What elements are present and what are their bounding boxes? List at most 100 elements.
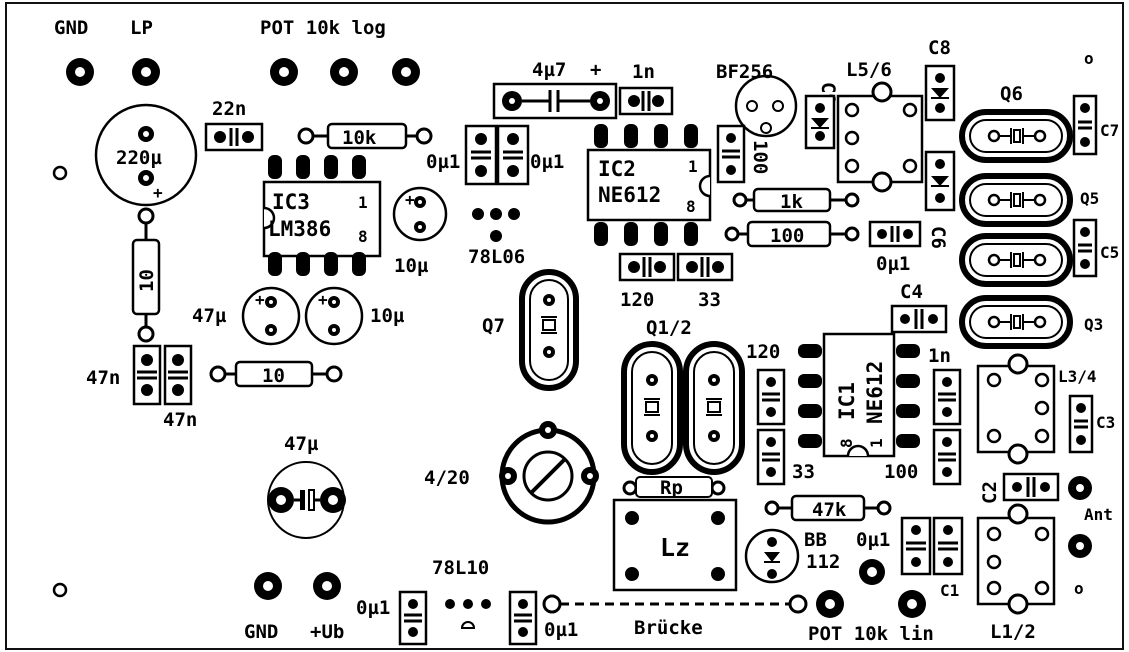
label-10u-a: 10µ	[394, 255, 429, 277]
label-ic2-pin1: 1	[688, 157, 698, 176]
svg-text:+: +	[255, 290, 265, 309]
capacitor-1n-top	[618, 86, 674, 116]
label-l34: L3/4	[1058, 367, 1097, 386]
connector-pads-pot-lin	[816, 559, 926, 618]
label-c5: C5	[1100, 243, 1119, 262]
label-78l10: 78L10	[432, 557, 489, 579]
label-ic1-pin1: 1	[867, 438, 886, 448]
capacitors-47n	[132, 344, 193, 406]
label-47k: 47k	[812, 499, 847, 521]
label-47n-b: 47n	[163, 409, 197, 431]
label-pot-lin: POT 10k lin	[808, 623, 934, 645]
electrolytic-10u-b: +	[304, 286, 364, 346]
label-r10-vertical: 10	[136, 269, 158, 292]
electrolytic-47u-a: +	[241, 286, 301, 346]
resistor-47k	[764, 494, 892, 522]
label-0u1-f: 0µ1	[856, 529, 890, 551]
capacitor-c2	[1002, 472, 1060, 502]
capacitor-0u1-e	[868, 220, 922, 248]
label-47n-a: 47n	[86, 367, 120, 389]
resistor-100	[724, 220, 860, 248]
label-q5: Q5	[1080, 189, 1099, 208]
capacitors-ic1	[756, 368, 962, 486]
ic1-ne612	[798, 332, 920, 458]
capacitors-0u1-pair	[464, 124, 530, 186]
crystal-q7	[519, 269, 579, 391]
label-100-resistor: 100	[770, 225, 804, 247]
capacitors-0u1-bottom	[398, 590, 538, 646]
label-c7: C7	[1100, 121, 1119, 140]
label-33-ic1: 33	[792, 461, 815, 483]
label-47u-a: 47µ	[192, 305, 227, 327]
label-0u1-e: 0µ1	[876, 253, 910, 275]
label-c1: C1	[940, 581, 959, 600]
label-0u1-d: 0µ1	[544, 619, 578, 641]
label-120-ic1: 120	[746, 341, 780, 363]
antenna-pads	[1068, 476, 1092, 558]
label-ic1-pin8: 8	[837, 438, 856, 448]
capacitor-22n	[204, 122, 264, 152]
label-120-top: 120	[620, 289, 654, 311]
capacitor-c9	[804, 94, 836, 150]
label-1k: 1k	[780, 191, 803, 213]
electrolytic-10u-a: +	[392, 186, 448, 242]
label-ant: Ant	[1084, 505, 1113, 524]
label-bruecke: Brücke	[634, 617, 703, 639]
label-gnd-bottom: GND	[244, 621, 278, 643]
varicap-bb112	[744, 528, 800, 584]
jumper-bruecke	[542, 594, 808, 614]
label-100-vertical: 100	[749, 140, 771, 174]
connector-pads-bottom-left	[254, 572, 341, 600]
capacitor-c8	[924, 64, 956, 122]
label-c6: C6	[927, 226, 949, 249]
capacitors-c1-pair	[900, 516, 964, 576]
label-78l06: 78L06	[468, 246, 525, 268]
regulator-78l06	[472, 208, 520, 242]
label-lp: LP	[130, 17, 153, 39]
svg-text:+: +	[405, 190, 415, 209]
label-q7: Q7	[482, 315, 505, 337]
label-47u-b: 47µ	[284, 433, 319, 455]
label-10u-b: 10µ	[370, 305, 405, 327]
label-0u1-b: 0µ1	[530, 151, 564, 173]
board-outline	[5, 2, 1124, 650]
ic3-lm386	[262, 155, 382, 276]
coil-l12	[976, 503, 1056, 615]
label-trimmer: 4/20	[424, 467, 470, 489]
coil-l34	[976, 353, 1056, 465]
label-lz: Lz	[660, 533, 690, 562]
label-10k: 10k	[342, 127, 377, 149]
label-1n-ic1: 1n	[928, 345, 951, 367]
label-pot-log: POT 10k log	[260, 17, 386, 39]
label-ne612-ic2: NE612	[598, 183, 661, 207]
label-ic2-pin8: 8	[686, 197, 696, 216]
resistor-1k	[732, 187, 860, 213]
capacitor-c6	[924, 150, 956, 212]
resistor-10k	[297, 122, 433, 150]
label-ic2: IC2	[598, 157, 636, 181]
coil-lz-rp	[612, 476, 738, 592]
label-ic3-pin8: 8	[358, 227, 368, 246]
label-22n: 22n	[212, 98, 246, 120]
label-1n-top: 1n	[632, 61, 655, 83]
label-plus: +	[590, 59, 601, 81]
label-c4: C4	[900, 281, 923, 303]
label-rp: Rp	[660, 477, 683, 499]
label-ic1: IC1	[835, 382, 859, 420]
label-bb: BB	[804, 529, 827, 551]
label-33-top: 33	[698, 289, 721, 311]
electrolytic-47u-b	[267, 461, 346, 539]
resistor-10-vertical	[131, 207, 161, 343]
label-ic3: IC3	[272, 190, 310, 214]
label-lm386: LM386	[268, 217, 331, 241]
label-4u7: 4µ7	[532, 59, 566, 81]
label-c3: C3	[1096, 413, 1115, 432]
label-o-top: o	[1084, 49, 1094, 68]
label-r10-horizontal: 10	[262, 365, 285, 387]
label-112: 112	[806, 551, 840, 573]
label-ic3-pin1: 1	[358, 193, 368, 212]
svg-text:+: +	[153, 183, 163, 202]
label-o-bottom: o	[1074, 579, 1084, 598]
label-q12: Q1/2	[646, 317, 692, 339]
